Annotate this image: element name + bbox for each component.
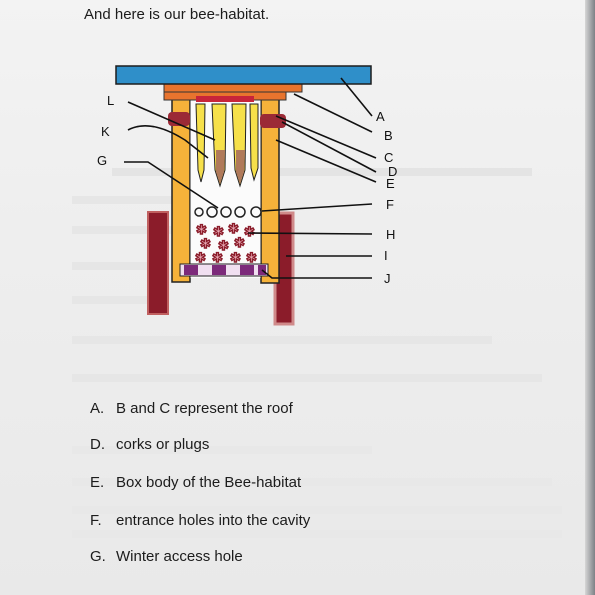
roof-red-strip xyxy=(196,96,254,102)
answer-item: G. Winter access hole xyxy=(90,548,243,565)
page-edge-shadow xyxy=(585,0,595,595)
answer-item: F. entrance holes into the cavity xyxy=(90,512,310,529)
entrance-hole-1 xyxy=(206,206,218,218)
answer-letter: E. xyxy=(90,474,105,491)
entrance-hole-3 xyxy=(234,206,246,218)
answer-item: E. Box body of the Bee-habitat xyxy=(90,474,301,491)
svg-text:✱: ✱ xyxy=(230,251,241,266)
tube-4 xyxy=(249,103,259,182)
leader-G xyxy=(124,161,219,209)
intro-text: And here is our bee-habitat. xyxy=(84,6,270,23)
svg-text:✱: ✱ xyxy=(213,225,224,240)
answer-letter: A. xyxy=(90,400,105,417)
label-C: C xyxy=(384,150,393,165)
leader-A xyxy=(340,77,373,117)
leader-E xyxy=(275,139,377,183)
svg-text:✱: ✱ xyxy=(234,236,245,251)
svg-text:✱: ✱ xyxy=(200,237,211,252)
answer-letter: G. xyxy=(90,548,106,565)
tube-bottom-1 xyxy=(216,150,225,184)
entrance-hole-5 xyxy=(194,207,204,217)
leader-F xyxy=(261,203,373,212)
label-H: H xyxy=(386,227,395,242)
star-cluster: ✱✱✱✱ ✱✱✱ ✱✱✱✱ xyxy=(194,221,257,266)
label-I: I xyxy=(384,248,388,263)
svg-text:✱: ✱ xyxy=(246,251,257,266)
floor-block-2 xyxy=(212,265,226,275)
svg-text:✱: ✱ xyxy=(196,223,207,238)
answer-text: Winter access hole xyxy=(116,548,243,565)
leader-J xyxy=(261,269,372,279)
answer-item: A. B and C represent the roof xyxy=(90,400,293,417)
answer-letter: F. xyxy=(90,512,102,529)
label-K: K xyxy=(101,124,110,139)
svg-text:✱: ✱ xyxy=(212,251,223,266)
svg-text:✱: ✱ xyxy=(218,239,229,254)
leader-D xyxy=(281,121,377,173)
label-A: A xyxy=(376,109,385,124)
answer-text: corks or plugs xyxy=(116,436,210,453)
label-D: D xyxy=(388,164,397,179)
answer-letter: D. xyxy=(90,436,105,453)
label-B: B xyxy=(384,128,393,143)
tube-1 xyxy=(195,103,206,183)
left-post xyxy=(147,211,169,315)
answer-item: D. corks or plugs xyxy=(90,436,209,453)
entrance-hole-4 xyxy=(250,206,262,218)
entrance-hole-2 xyxy=(220,206,232,218)
svg-text:✱: ✱ xyxy=(195,251,206,266)
label-G: G xyxy=(97,153,107,168)
answer-text: entrance holes into the cavity xyxy=(116,512,311,529)
leader-H xyxy=(247,232,373,235)
leader-B xyxy=(293,93,373,133)
right-plug xyxy=(260,114,286,128)
floor-block-1 xyxy=(184,265,198,275)
tube-bottom-2 xyxy=(236,150,245,184)
label-E: E xyxy=(386,176,395,191)
leader-L xyxy=(127,101,216,141)
svg-text:✱: ✱ xyxy=(228,222,239,237)
label-J: J xyxy=(384,271,391,286)
answer-text: B and C represent the roof xyxy=(116,400,293,417)
roof-top xyxy=(115,65,372,85)
label-F: F xyxy=(386,197,394,212)
label-L: L xyxy=(107,93,114,108)
answer-text: Box body of the Bee-habitat xyxy=(116,474,302,491)
leader-C xyxy=(275,115,377,159)
floor-block-3 xyxy=(240,265,254,275)
leader-K xyxy=(127,124,209,159)
